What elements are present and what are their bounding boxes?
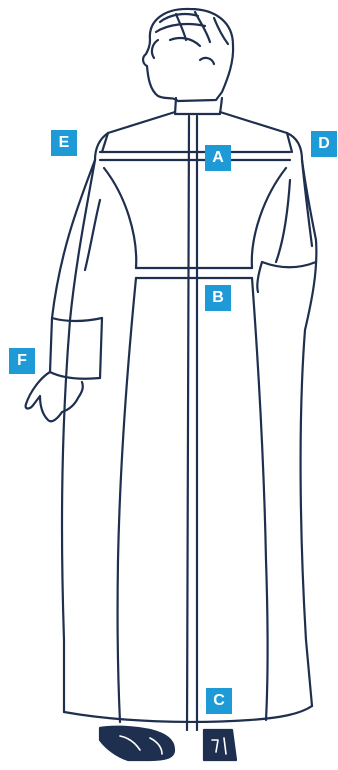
marker-e: E <box>51 130 77 156</box>
robe-outline <box>50 112 316 722</box>
princess-seams <box>104 168 286 722</box>
marker-f: F <box>9 348 35 374</box>
waist-belt <box>136 268 252 278</box>
marker-b: B <box>205 285 231 311</box>
center-back-seam <box>187 116 197 730</box>
marker-d: D <box>311 131 337 157</box>
hand <box>26 372 83 421</box>
head <box>143 9 233 101</box>
shoes <box>100 727 236 760</box>
marker-c: C <box>206 688 232 714</box>
marker-a: A <box>205 145 231 171</box>
